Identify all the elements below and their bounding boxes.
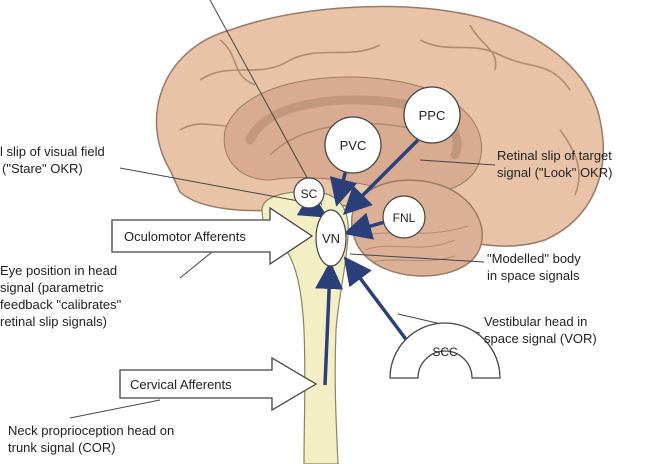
label-line: l slip of visual field [0, 144, 105, 159]
label-line: Eye position in head [0, 263, 118, 278]
node-fnl-label: FNL [393, 211, 416, 225]
label-line: trunk signal (COR) [8, 440, 116, 455]
node-pvc-label: PVC [340, 138, 367, 153]
label-modelled-body: "Modelled" body in space signals [487, 250, 581, 284]
cervical-afferents-arrow: Cervical Afferents [119, 356, 318, 412]
label-vestibular-head: Vestibular head in space signal (VOR) [484, 313, 597, 347]
label-line: signal ("Look" OKR) [497, 165, 613, 180]
label-retinal-slip-target: Retinal slip of target signal ("Look" OK… [497, 147, 612, 181]
label-line: ("Stare" OKR) [2, 161, 83, 176]
node-sc-label: SC [301, 187, 318, 201]
cervical-afferents-label: Cervical Afferents [130, 377, 232, 392]
oculomotor-afferents-arrow: Oculomotor Afferents [111, 206, 314, 266]
node-ppc: PPC [403, 86, 461, 144]
label-retinal-slip-field: l slip of visual field ("Stare" OKR) [0, 143, 105, 177]
node-sc: SC [293, 177, 325, 209]
node-pvc: PVC [324, 116, 382, 174]
node-scc-label: SCC [432, 345, 458, 359]
node-fnl: FNL [382, 195, 426, 239]
label-line: feedback "calibrates" [0, 297, 122, 312]
node-scc: SCC [389, 322, 501, 379]
label-line: Vestibular head in [484, 314, 588, 329]
label-line: in space signals [487, 268, 580, 283]
label-line: Neck proprioception head on [8, 423, 175, 438]
label-eye-position: Eye position in head signal (parametric … [0, 262, 121, 330]
signal-arrows [296, 138, 420, 386]
label-line: space signal (VOR) [484, 331, 597, 346]
oculomotor-afferents-label: Oculomotor Afferents [124, 229, 246, 244]
node-vn: VN [315, 209, 347, 267]
node-vn-label: VN [322, 231, 340, 246]
label-neck-proprioception: Neck proprioception head on trunk signal… [8, 422, 174, 456]
label-line: signal (parametric [0, 280, 104, 295]
label-line: "Modelled" body [487, 251, 581, 266]
node-ppc-label: PPC [419, 108, 446, 123]
label-line: Retinal slip of target [497, 148, 612, 163]
label-line: retinal slip signals) [0, 314, 107, 329]
